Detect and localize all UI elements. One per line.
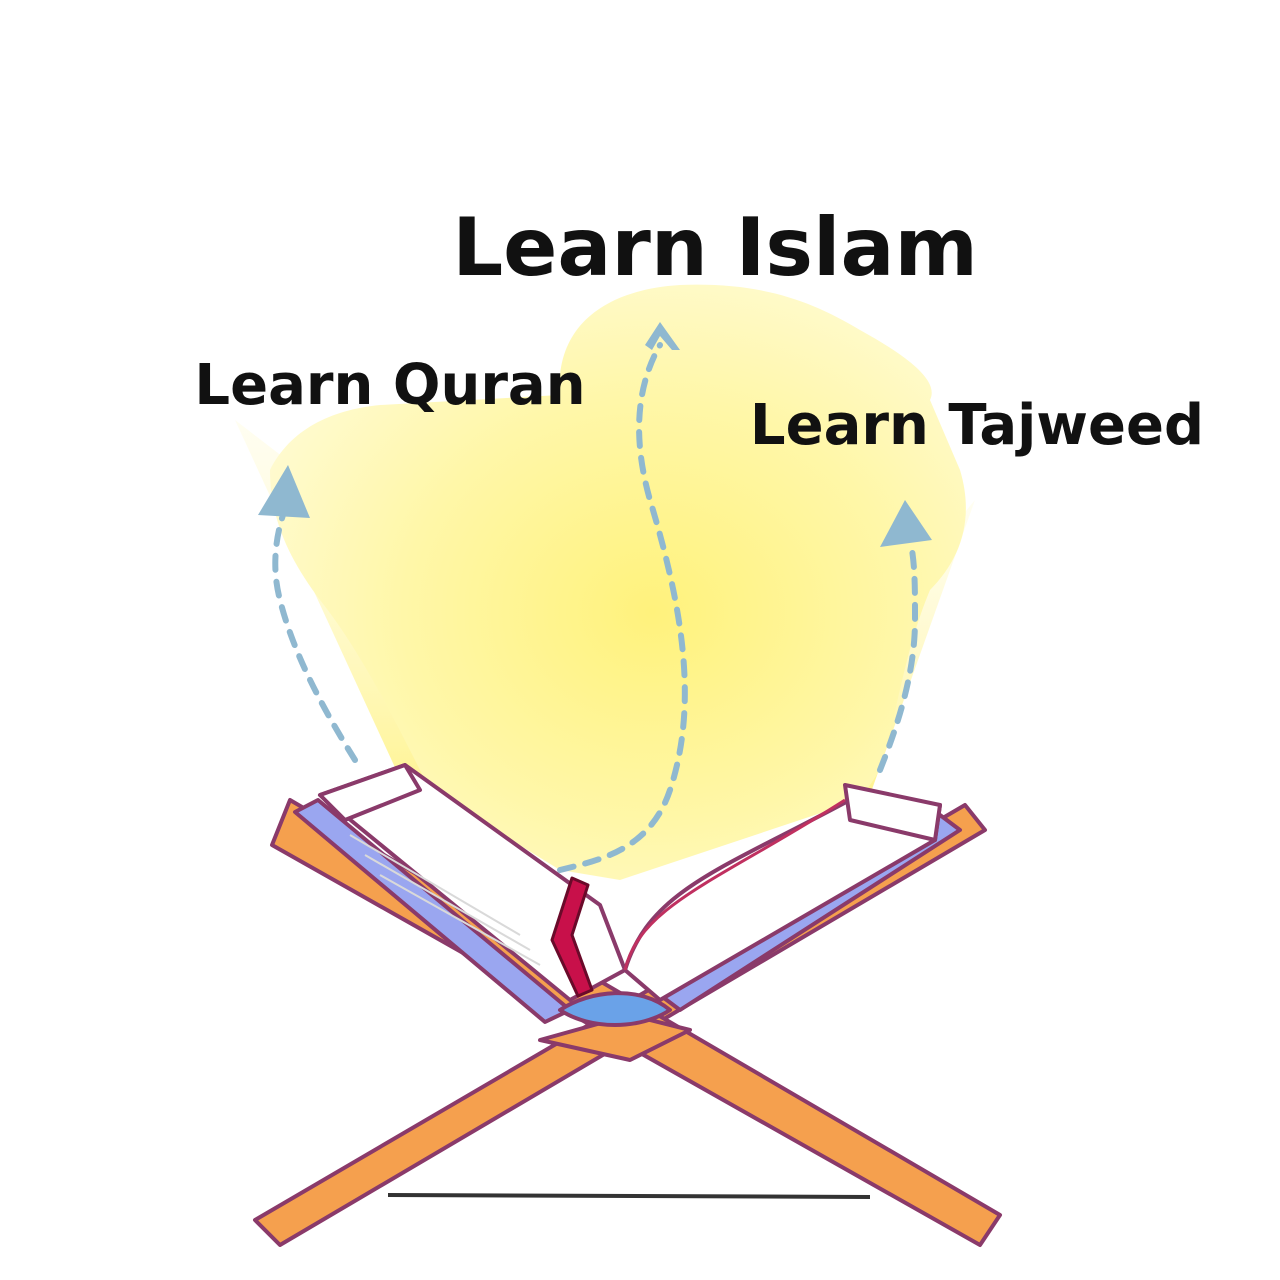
arrow-left-path [272,512,358,763]
label-learn-tajweed: Learn Tajweed [750,393,1204,458]
arrows [272,342,919,873]
title-learn-islam: Learn Islam [452,201,978,294]
arrow-center-path [557,342,688,873]
book-left-page-top [318,763,422,822]
book-spine [558,991,672,1027]
label-learn-quran: Learn Quran [194,353,585,418]
bookmark-ribbon-icon [550,876,594,998]
arrowhead-left-icon [258,465,310,518]
book-right-page-top [843,783,942,842]
book-right-page-curve [623,798,846,971]
open-book-icon [293,763,962,1027]
arrow-right-path [877,547,919,773]
ground-line [387,1193,871,1199]
arrowhead-right-icon [880,500,932,547]
glow-cloud [270,284,966,881]
arrowheads [258,322,932,547]
book-left-page-lines [349,834,541,966]
arrowhead-center-icon [645,322,680,350]
